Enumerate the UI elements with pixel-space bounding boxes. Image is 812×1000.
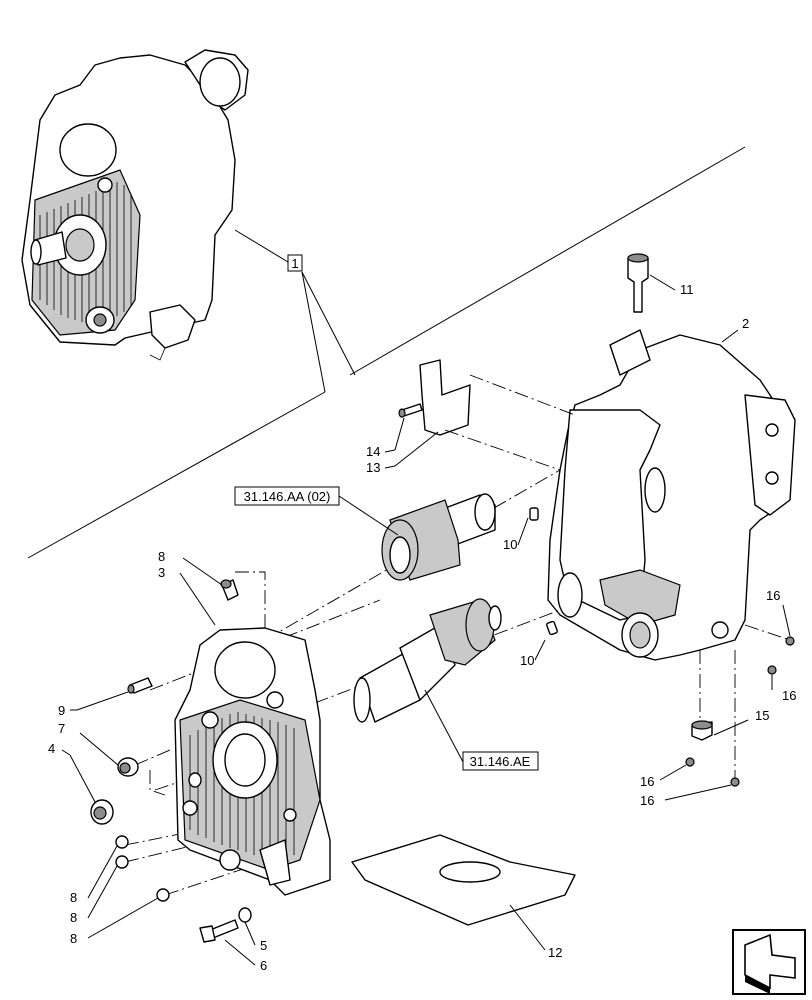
next-page-arrow-icon[interactable] — [732, 929, 806, 995]
callout-5: 5 — [260, 938, 267, 953]
part-12-gasket — [351, 834, 576, 926]
part-15-plug — [691, 720, 713, 741]
callout-16-bottom: 16 — [640, 793, 654, 808]
callout-14: 14 — [366, 444, 380, 459]
callout-8-top: 8 — [158, 549, 165, 564]
reference-31-146-aa[interactable]: 31.146.AA (02) — [244, 489, 331, 504]
part-13-bracket — [419, 359, 471, 436]
gearbox-housing — [547, 329, 796, 661]
callout-13: 13 — [366, 460, 380, 475]
separator-line — [349, 146, 746, 376]
part-14-screw — [398, 403, 423, 418]
part-3-cover — [174, 627, 331, 896]
part-4-plug — [90, 799, 114, 825]
part-7-seal — [117, 757, 139, 777]
callout-4: 4 — [48, 741, 55, 756]
callout-8-middle-lower: 8 — [70, 910, 77, 925]
callout-2: 2 — [742, 316, 749, 331]
part-10-pin — [529, 507, 539, 521]
gearbox-assembly — [21, 49, 249, 361]
part-8-plug — [220, 579, 239, 601]
callout-11: 11 — [680, 282, 694, 297]
part-11-dipstick — [627, 253, 649, 313]
callout-1: 1 — [291, 256, 298, 271]
callout-12: 12 — [548, 945, 562, 960]
callout-10-upper: 10 — [503, 537, 517, 552]
guide-line — [469, 374, 576, 416]
part-6-bolt — [199, 919, 239, 943]
callout-3: 3 — [158, 565, 165, 580]
part-16-pin — [685, 636, 795, 787]
gear-shaft-upper — [381, 493, 496, 581]
callout-8-upper-lower: 8 — [70, 890, 77, 905]
callout-6: 6 — [260, 958, 267, 973]
part-5-washer — [238, 907, 252, 923]
separator-line — [27, 391, 326, 559]
part-8-plug — [115, 835, 170, 902]
callout-16-mid: 16 — [782, 688, 796, 703]
callout-9: 9 — [58, 703, 65, 718]
part-9-bolt — [127, 677, 153, 694]
part-10-pin — [546, 620, 558, 636]
reference-31-146-ae[interactable]: 31.146.AE — [470, 754, 531, 769]
output-shaft — [353, 598, 502, 723]
callout-16-right: 16 — [766, 588, 780, 603]
callout-7: 7 — [58, 721, 65, 736]
callout-8-bottom: 8 — [70, 931, 77, 946]
callout-10-lower: 10 — [520, 653, 534, 668]
callout-16-left: 16 — [640, 774, 654, 789]
callout-15: 15 — [755, 708, 769, 723]
